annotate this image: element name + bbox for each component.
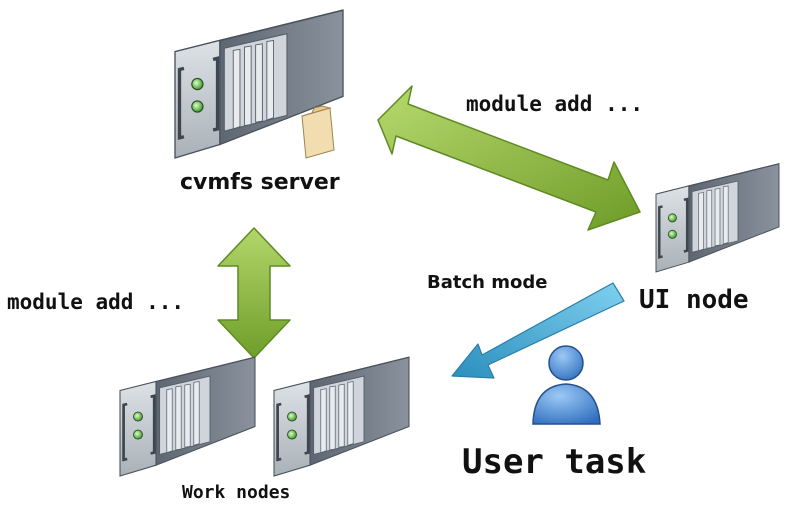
batch-mode-arrow	[451, 282, 625, 379]
server-work-arrow	[217, 227, 291, 359]
ui-node-server-icon	[654, 162, 781, 274]
work-node-server-icon	[118, 355, 257, 478]
user-icon	[532, 345, 601, 425]
ui-node-label: UI node	[639, 285, 749, 315]
cvmfs-server-label: cvmfs server	[180, 170, 340, 195]
server-ui-arrow	[377, 85, 641, 231]
batch-mode-label: Batch mode	[427, 272, 548, 293]
user-task-label: User task	[462, 442, 647, 482]
server-ui-edge-label: module add ...	[466, 92, 644, 116]
folder-icon	[301, 105, 335, 159]
server-work-edge-label: module add ...	[7, 290, 185, 314]
work-node-server-icon	[272, 355, 411, 478]
work-nodes-label: Work nodes	[182, 482, 291, 503]
